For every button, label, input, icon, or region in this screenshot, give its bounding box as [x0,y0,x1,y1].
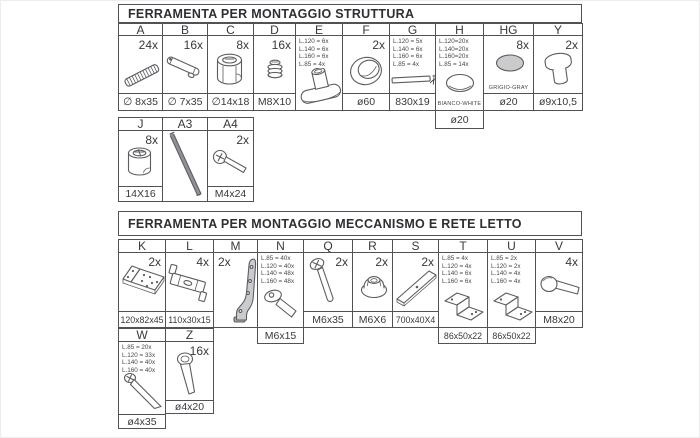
countersunk-screw-icon [264,289,297,318]
part-b-dim: ∅ 7x35 [162,93,208,111]
part-s-cell: 2x [392,252,439,312]
part-f-dim: ø60 [342,93,390,111]
part-h-color-label: BIANCO-WHITE [437,101,482,107]
cam-lock-icon [216,53,243,85]
clip-bracket-icon [168,263,208,303]
section1-title: FERRAMENTA PER MONTAGGIO STRUTTURA [118,4,582,23]
part-m-cell: 2x [213,252,258,328]
glide-stud-icon [544,52,572,85]
part-k-cell: 2x [118,252,166,312]
part-t-qty-lines: L.85 = 4x L.120 = 4x L.140 = 6x L.160 = … [442,255,472,286]
screw-m4-icon [212,149,247,174]
z-bracket-icon [493,292,533,321]
part-h-dim: ø20 [435,110,484,129]
part-z-qty: 16x [189,344,209,358]
angle-bracket-icon [122,265,165,295]
part-hg-cell: 8x GRIGIO-GRAY [483,35,534,94]
part-d-dim: M8X10 [253,93,296,111]
part-c-cell: 8x [207,35,254,94]
part-a-cell: 24x [118,35,163,94]
part-n-letter: N [257,239,304,253]
white-cover-cap-icon [445,73,475,93]
part-v-dim: M8x20 [535,311,583,328]
part-q-cell: 2x [303,252,353,312]
part-m-letter: M [213,239,258,253]
part-e-cell: L.120 = 6x L.140 = 6x L.160 = 6x L.85 = … [295,35,343,111]
part-b-cell: 16x [162,35,208,94]
carriage-bolt-icon [540,275,580,295]
part-t-cell: L.85 = 4x L.120 = 4x L.140 = 6x L.160 = … [438,252,488,328]
part-h-qty-lines: L.120=20x L.140=20x L.160=20x L.85 = 14x [439,38,469,69]
part-g-dim: 830x19 [389,93,436,111]
part-hg-color-label: GRIGIO-GRAY [488,85,529,91]
curved-bracket-icon [233,258,257,323]
lock-nut-icon [360,276,388,299]
part-q-dim: M6x35 [303,311,353,328]
part-w-cell: L.85 = 20x L.120 = 33x L.140 = 40x L.160… [118,341,166,415]
part-k-dim: 120x82x45 [118,311,166,328]
ring-icon [350,56,382,86]
part-g-cell: L.120 = 5x L.140 = 6x L.160 = 6x L.85 = … [389,35,437,94]
part-k-letter: K [118,239,166,253]
part-u-letter: U [487,239,536,253]
part-l-cell: 4x [165,252,214,312]
part-u-qty-lines: L.85 = 2x L.120 = 2x L.140 = 4x L.160 = … [491,255,521,286]
edge-strip-scissors-icon: ✂ [391,71,437,88]
part-n-qty-lines: L.85 = 40x L.120 = 40x L.140 = 48x L.160… [261,255,295,286]
wood-screw-short-icon [176,352,196,395]
part-e-qty-lines: L.120 = 6x L.140 = 6x L.160 = 6x L.85 = … [299,38,329,69]
section2-title: FERRAMENTA PER MONTAGGIO MECCANISMO E RE… [118,211,582,236]
part-g-qty-lines: L.120 = 5x L.140 = 6x L.160 = 6x L.85 = … [393,38,423,69]
part-a-dim: ∅ 8x35 [118,93,163,111]
part-a4-letter: A4 [207,117,254,131]
part-l-dim: 110x30x15 [165,311,214,328]
part-v-letter: V [535,239,583,253]
part-hg-dim: ø20 [483,93,534,111]
part-r-letter: R [352,239,393,253]
part-h-cell: L.120=20x L.140=20x L.160=20x L.85 = 14x… [435,35,484,111]
part-v-cell: 4x [535,252,583,312]
part-t-letter: T [438,239,488,253]
dowel-pin-icon [166,56,200,78]
part-q-letter: Q [303,239,353,253]
part-y-dim: ø9x10,5 [533,93,583,111]
part-a3-letter: A3 [162,117,208,131]
part-l-letter: L [165,239,214,253]
barrel-nut-icon [127,147,152,176]
part-j-dim: 14X16 [118,186,163,202]
part-a3-cell [162,130,208,202]
part-n-dim: M6x15 [257,327,304,344]
z-bracket-icon [444,292,484,321]
part-u-dim: 86x50x22 [487,327,536,344]
part-r-dim: M6X6 [352,311,393,328]
part-a4-dim: M4x24 [207,186,254,202]
slat-icon [396,270,437,307]
part-y-cell: 2x [533,35,583,94]
part-w-qty-lines: L.85 = 20x L.120 = 33x L.140 = 40x L.160… [122,344,156,375]
part-f-cell: 2x [342,35,390,94]
part-c-dim: ∅14x18 [207,93,254,111]
part-w-dim: ø4x35 [118,414,166,429]
part-z-dim: ø4x20 [165,400,214,414]
part-z-letter: Z [165,328,214,342]
part-j-letter: J [118,117,163,131]
part-u-cell: L.85 = 2x L.120 = 2x L.140 = 4x L.160 = … [487,252,536,328]
part-s-dim: 700x40X4 [392,311,439,328]
grub-screw-icon [267,59,283,79]
part-z-cell: 16x [165,341,214,401]
plastic-foot-icon [300,68,342,104]
part-t-dim: 86x50x22 [438,327,488,344]
screw-m6x35-icon [309,258,334,302]
part-a4-cell: 2x [207,130,254,187]
part-r-cell: 2x [352,252,393,312]
part-d-cell: 16x [253,35,296,94]
part-w-letter: W [118,328,166,342]
part-s-letter: S [392,239,439,253]
part-j-cell: 8x [118,130,163,187]
gray-cover-cap-icon [495,54,525,72]
threaded-rod-icon [169,131,202,197]
threaded-stud-icon [124,64,160,87]
wood-screw-long-icon [123,372,162,410]
part-n-cell: L.85 = 40x L.120 = 40x L.140 = 48x L.160… [257,252,304,328]
